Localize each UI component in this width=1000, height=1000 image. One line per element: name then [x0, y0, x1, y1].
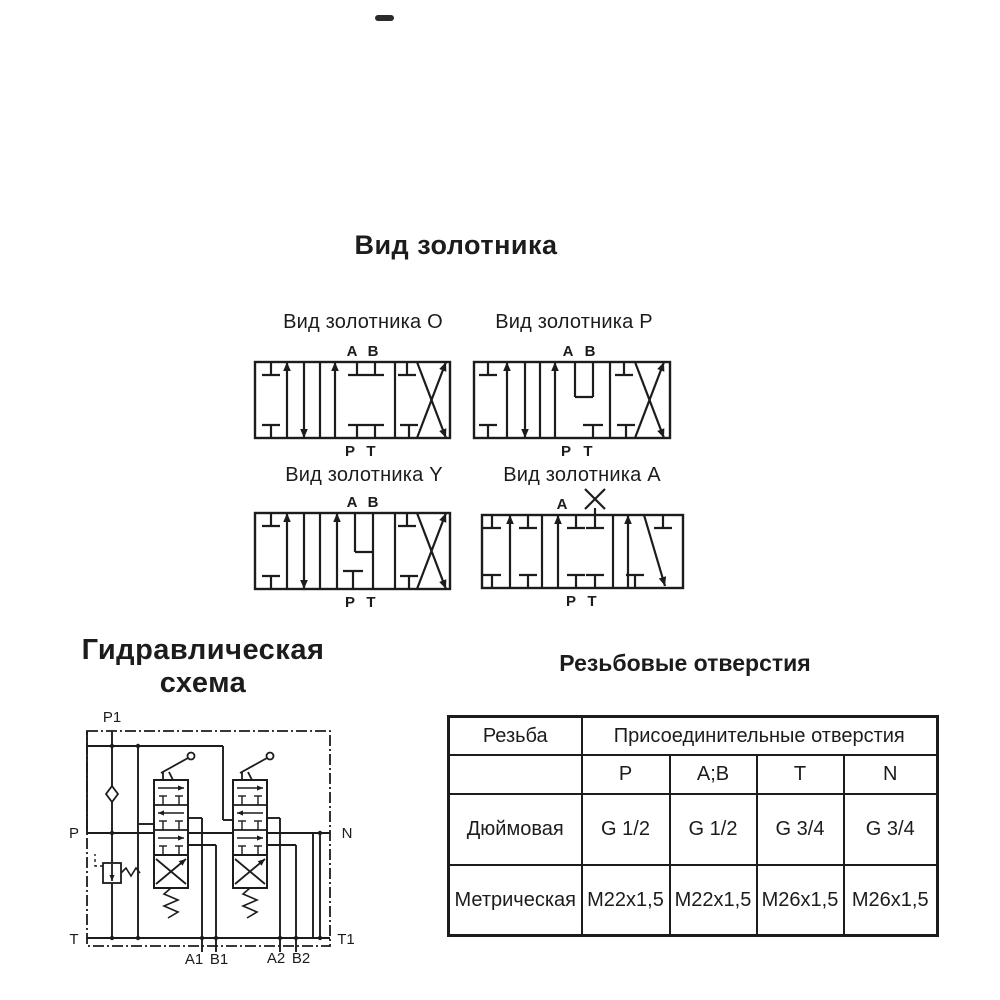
thread-value: G 1/2	[668, 793, 758, 866]
diagram-label: T	[587, 593, 596, 610]
diagram-label: B2	[292, 950, 310, 967]
thread-value: G 3/4	[842, 793, 939, 866]
diagram-label: B	[368, 343, 379, 360]
diagram-label: T	[366, 594, 375, 611]
diagram-label: A	[557, 496, 568, 513]
port-column-header: T	[755, 754, 845, 795]
spool-title-o: Вид золотника O	[283, 311, 443, 333]
hydraulic-title-line1: Гидравлическая	[81, 634, 325, 666]
port-column-header: N	[842, 754, 939, 795]
empty-cell	[447, 754, 583, 795]
diagram-label: P	[345, 594, 355, 611]
thread-value: M22x1,5	[668, 864, 758, 937]
hydraulic-schematic-title: Гидравлическая схема	[53, 634, 353, 700]
diagram-label: A2	[267, 950, 285, 967]
spool-title-y: Вид золотника Y	[285, 464, 443, 486]
diagram-label: T	[583, 443, 592, 460]
thread-value: G 3/4	[755, 793, 845, 866]
diagram-label: T1	[337, 931, 355, 948]
diagram-label: N	[342, 825, 353, 842]
main-title: Вид золотника	[354, 230, 558, 260]
page-dash	[375, 15, 394, 21]
thread-value: G 1/2	[580, 793, 671, 866]
diagram-label: A	[563, 343, 574, 360]
thread-value: M26x1,5	[842, 864, 939, 937]
thread-table-title: Резьбовые отверстия	[559, 650, 811, 676]
spool-title-p: Вид золотника P	[495, 311, 653, 333]
diagram-label: P	[561, 443, 571, 460]
diagram-label: T	[366, 443, 375, 460]
thread-value: M26x1,5	[755, 864, 845, 937]
row-label: Метрическая	[447, 864, 583, 937]
diagram-label: A	[347, 494, 358, 511]
diagram-label: P	[566, 593, 576, 610]
diagram-label: B	[585, 343, 596, 360]
row-label: Дюймовая	[447, 793, 583, 866]
col-header-ports-group: Присоединительные отверстия	[580, 715, 939, 756]
diagram-label: P	[69, 825, 79, 842]
port-column-header: P	[580, 754, 671, 795]
port-column-header: A;B	[668, 754, 758, 795]
diagram-label: A	[347, 343, 358, 360]
diagram-label: P	[345, 443, 355, 460]
diagram-label: P1	[103, 709, 121, 726]
diagram-label: T	[69, 931, 78, 948]
hydraulic-title-line2: схема	[159, 667, 247, 699]
spool-title-a: Вид золотника A	[503, 464, 661, 486]
diagram-label: B	[368, 494, 379, 511]
diagram-label: B1	[210, 951, 228, 968]
col-header-thread: Резьба	[447, 715, 583, 756]
thread-value: M22x1,5	[580, 864, 671, 937]
diagram-label: A1	[185, 951, 203, 968]
